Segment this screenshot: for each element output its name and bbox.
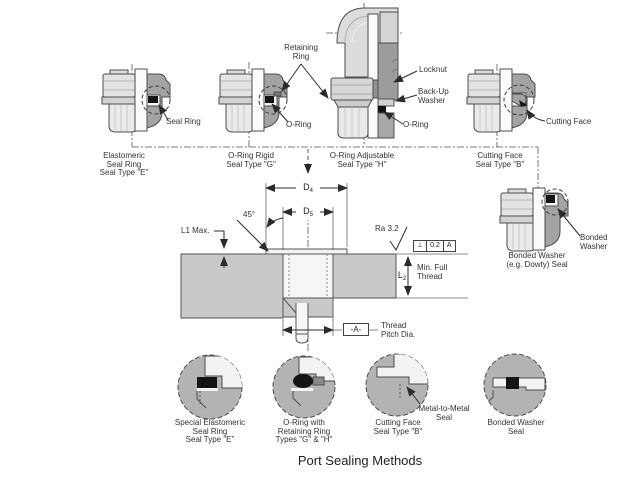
oring-callout-h: O-Ring bbox=[403, 120, 429, 129]
tolerance-value: 0.2 bbox=[426, 241, 443, 251]
chamfer-angle-label: 45° bbox=[243, 210, 256, 219]
tolerance-datum: A bbox=[442, 241, 455, 251]
fitting-oring-rigid-drawing bbox=[218, 63, 329, 133]
caption-seal-type-g: O-Ring Rigid Seal Type "G" bbox=[226, 151, 276, 169]
fitting-cutting-face-drawing bbox=[466, 68, 546, 133]
seal-ring-callout: Seal Ring bbox=[166, 117, 201, 126]
bonded-washer-callout: Bonded Washer bbox=[580, 233, 608, 251]
detail-circle-oring bbox=[272, 355, 336, 419]
detail-circle-bonded-washer bbox=[483, 353, 547, 417]
caption-detail-elastomeric: Special Elastomeric Seal Ring Seal Type … bbox=[174, 418, 246, 444]
caption-bonded-washer-seal: Bonded Washer (e.g. Dowty) Seal bbox=[506, 251, 568, 269]
dim-d4-label: D4 bbox=[296, 182, 320, 196]
thread-pitch-dia-note: Thread Pitch Dia. bbox=[381, 321, 416, 339]
locknut-callout: Locknut bbox=[419, 65, 448, 74]
diagram-title: Port Sealing Methods bbox=[297, 453, 423, 468]
caption-detail-oring: O-Ring with Retaining Ring Types "G" & "… bbox=[275, 418, 333, 444]
fitting-oring-adjustable-drawing bbox=[330, 7, 418, 139]
dim-d5-label: D5 bbox=[296, 206, 320, 220]
l1-max-label: L1 Max. bbox=[181, 226, 210, 235]
fitting-bonded-washer-drawing bbox=[499, 187, 581, 252]
fitting-elastomeric-drawing bbox=[101, 68, 171, 133]
datum-a-flag: -A- bbox=[343, 323, 369, 336]
oring-callout-g: O-Ring bbox=[286, 120, 312, 129]
perpendicularity-tolerance-frame: ⊥ 0.2 A bbox=[413, 240, 456, 252]
caption-detail-bonded-washer: Bonded Washer Seal bbox=[487, 418, 545, 436]
tolerance-symbol: ⊥ bbox=[417, 242, 424, 249]
caption-seal-type-e: Elastomeric Seal Ring Seal Type "E" bbox=[99, 151, 149, 177]
port-cross-section-drawing bbox=[180, 183, 468, 344]
ra-roughness-label: Ra 3.2 bbox=[375, 224, 399, 233]
metal-to-metal-callout: Metal-to-Metal Seal bbox=[418, 404, 470, 422]
dim-l2-label: L2 bbox=[397, 270, 407, 282]
retaining-ring-callout: Retaining Ring bbox=[284, 43, 318, 61]
caption-seal-type-h: O-Ring Adjustable Seal Type "H" bbox=[329, 151, 395, 169]
caption-detail-cutting-face: Cutting Face Seal Type "B" bbox=[373, 418, 423, 436]
detail-circle-cutting-face bbox=[365, 353, 429, 417]
backup-washer-callout: Back-Up Washer bbox=[418, 87, 449, 105]
detail-circle-elastomeric bbox=[177, 354, 243, 420]
caption-seal-type-b: Cutting Face Seal Type "B" bbox=[475, 151, 525, 169]
min-full-thread-note: Min. Full Thread bbox=[417, 263, 448, 281]
cutting-face-callout: Cutting Face bbox=[546, 117, 592, 126]
